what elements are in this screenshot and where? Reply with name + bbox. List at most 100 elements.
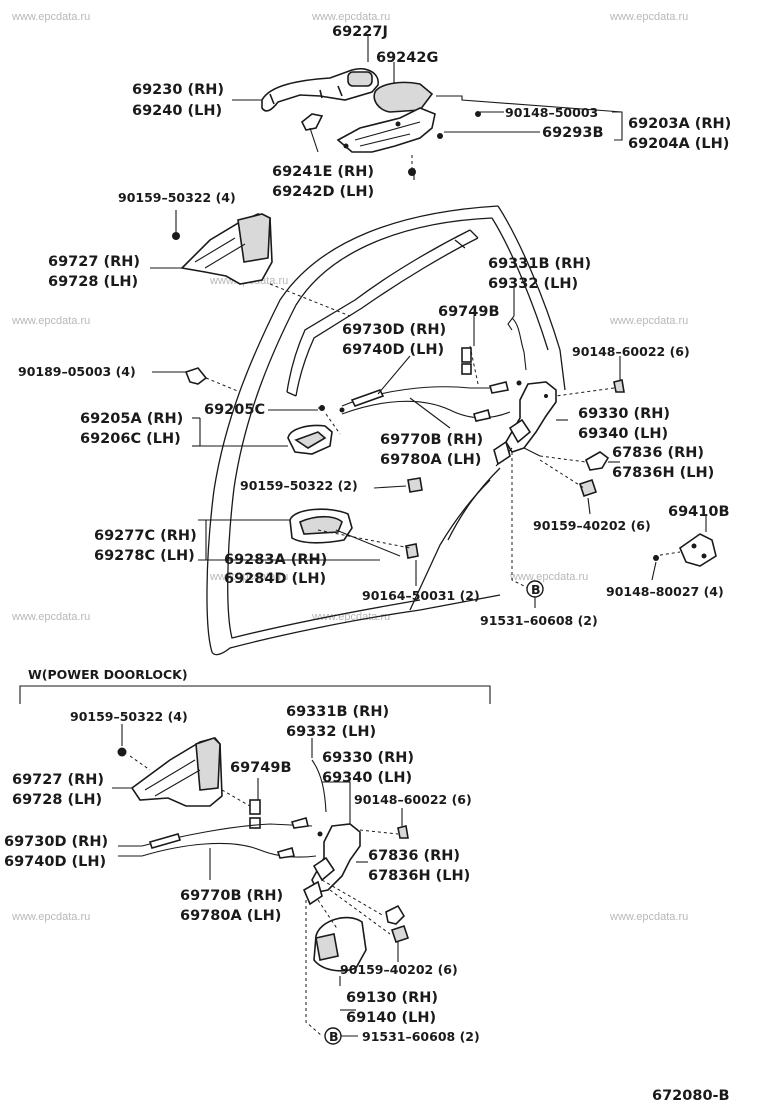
part-label: 69727 (RH) (12, 772, 104, 788)
circle-b-marker: B (526, 580, 544, 598)
part-label: 69780A (LH) (180, 908, 281, 924)
part-label: 69240 (LH) (132, 103, 222, 119)
labels-lower: 90159–50322 (4) 69331B (RH) 69332 (LH) 6… (4, 704, 480, 1044)
part-label: 90148–80027 (4) (606, 584, 724, 599)
part-label: 69410B (668, 504, 730, 520)
part-label: 69770B (RH) (380, 432, 483, 448)
leader-lines-upper (150, 36, 707, 586)
watermark-text: www.epcdata.ru (11, 315, 90, 327)
part-label: 69130 (RH) (346, 990, 438, 1006)
part-label: 69331B (RH) (286, 704, 389, 720)
rod-clip (461, 347, 472, 363)
part-label: 90148–60022 (6) (572, 344, 690, 359)
door-lock-motor (313, 916, 367, 972)
part-label: 69277C (RH) (94, 528, 197, 544)
dashed-lines-upper (205, 152, 681, 591)
part-label: 69728 (LH) (12, 792, 102, 808)
part-label: 69242D (LH) (272, 184, 374, 200)
door-lock-assembly (493, 381, 557, 467)
outside-handle-frame (373, 81, 434, 113)
part-label: 67836H (LH) (368, 868, 470, 884)
watermark-text: www.epcdata.ru (609, 911, 688, 923)
lock-rod-end (507, 315, 515, 331)
bolt-icon (407, 477, 423, 493)
outside-handle-bracket (336, 107, 436, 153)
lock-rod (511, 317, 527, 371)
part-label: 69242G (376, 50, 438, 66)
part-label: 69206C (LH) (80, 431, 181, 447)
part-label: 69730D (RH) (4, 834, 108, 850)
part-label: 69241E (RH) (272, 164, 374, 180)
part-label: 69330 (RH) (322, 750, 414, 766)
cushion-icon (385, 904, 406, 925)
watermark-text: www.epcdata.ru (311, 611, 390, 623)
outside-handle-cover (261, 68, 379, 112)
rod-clip (461, 363, 472, 375)
section-power-doorlock: W(POWER DOORLOCK) (19, 667, 491, 704)
part-label: 90148–50003 (505, 105, 598, 120)
lock-rod (311, 759, 327, 813)
dashed-lines-lower (129, 755, 399, 1037)
part-label: 69770B (RH) (180, 888, 283, 904)
watermark-text: www.epcdata.ru (11, 911, 90, 923)
part-label: 69205C (204, 402, 265, 418)
part-label: 69284D (LH) (224, 571, 326, 587)
door-outline (206, 205, 566, 656)
part-label: 67836H (LH) (612, 465, 714, 481)
bolt-icon (390, 924, 410, 944)
section-title: W(POWER DOORLOCK) (28, 667, 188, 682)
watermark-text: www.epcdata.ru (11, 11, 90, 23)
screw-icon (397, 825, 409, 839)
watermark-layer: www.epcdata.ru www.epcdata.ru www.epcdat… (11, 11, 688, 923)
part-label: 69204A (LH) (628, 136, 729, 152)
circle-b-marker-lower: B (324, 1027, 358, 1045)
part-label: 69727 (RH) (48, 254, 140, 270)
part-label: 69278C (LH) (94, 548, 195, 564)
cushion-icon (584, 451, 610, 471)
part-label: 91531–60608 (2) (362, 1029, 480, 1044)
part-label: 90189–05003 (4) (18, 364, 136, 379)
part-label: 69728 (LH) (48, 274, 138, 290)
part-label: 91531–60608 (2) (480, 613, 598, 628)
part-label: 90159–40202 (6) (340, 962, 458, 977)
inner-handle (287, 405, 333, 455)
rod-clip (249, 799, 261, 815)
inside-handle-bezel (289, 508, 419, 559)
part-label: 69140 (LH) (346, 1010, 436, 1026)
part-label: 90148–60022 (6) (354, 792, 472, 807)
part-label: 69749B (438, 304, 500, 320)
part-label: 69332 (LH) (286, 724, 376, 740)
part-label: 69740D (LH) (4, 854, 106, 870)
rod-clip (249, 817, 261, 829)
part-label: 69283A (RH) (224, 552, 327, 568)
bolt-icon (578, 478, 598, 498)
small-pad-69241 (300, 113, 324, 131)
labels-upper: 69227J 69242G 69230 (RH) 69240 (LH) 9014… (18, 24, 731, 628)
screw-icon (184, 367, 208, 385)
bolt-icon (475, 111, 481, 117)
part-label: 69227J (332, 24, 388, 40)
marker-letter: B (329, 1029, 339, 1044)
part-label: 69230 (RH) (132, 82, 224, 98)
part-label: 90159–50322 (4) (118, 190, 236, 205)
part-label: 69780A (LH) (380, 452, 481, 468)
part-label: 69331B (RH) (488, 256, 591, 272)
part-label: 69330 (RH) (578, 406, 670, 422)
part-label: 69730D (RH) (342, 322, 446, 338)
part-label: 69740D (LH) (342, 342, 444, 358)
part-label: 69749B (230, 760, 292, 776)
bolt-icon (516, 380, 522, 386)
part-label: 90159–50322 (2) (240, 478, 358, 493)
bolt-icon (437, 133, 443, 139)
part-label: 69340 (LH) (578, 426, 668, 442)
cables-upper (339, 381, 511, 422)
watermark-text: www.epcdata.ru (509, 571, 588, 583)
watermark-text: www.epcdata.ru (209, 571, 288, 583)
part-label: 90164–50031 (2) (362, 588, 480, 603)
inner-bracket-69727 (172, 213, 273, 285)
door-lock-assembly-lower (302, 823, 361, 906)
part-label: 69332 (LH) (488, 276, 578, 292)
part-label: 69340 (LH) (322, 770, 412, 786)
marker-letter: B (531, 582, 541, 597)
